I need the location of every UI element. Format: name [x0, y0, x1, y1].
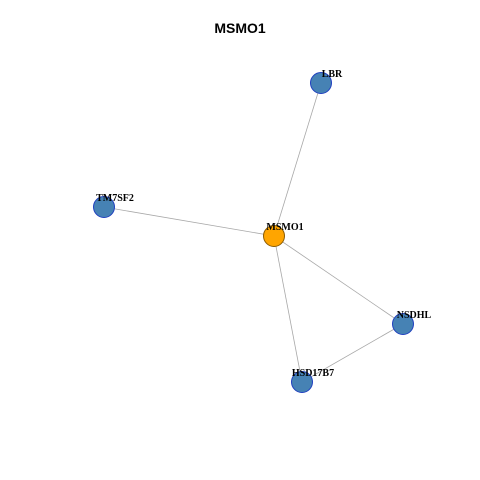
node-circle-hsd17b7	[291, 371, 313, 393]
edge-msmo1-hsd17b7	[273, 235, 303, 383]
edge-layer	[103, 82, 404, 383]
node-circle-nsdhl	[392, 313, 414, 335]
edge-msmo1-tm7sf2	[103, 206, 275, 237]
diagram-title: MSMO1	[214, 20, 266, 36]
node-circle-msmo1	[263, 225, 285, 247]
node-nsdhl: NSDHL	[392, 310, 432, 335]
node-label-lbr: LBR	[322, 69, 343, 80]
edge-nsdhl-hsd17b7	[301, 323, 404, 383]
node-circle-lbr	[310, 72, 332, 94]
node-hsd17b7: HSD17B7	[291, 368, 334, 393]
node-msmo1: MSMO1	[263, 222, 304, 247]
node-label-hsd17b7: HSD17B7	[292, 368, 334, 379]
node-label-msmo1: MSMO1	[266, 222, 303, 233]
node-tm7sf2: TM7SF2	[93, 193, 134, 218]
node-lbr: LBR	[310, 69, 343, 94]
node-circle-tm7sf2	[93, 196, 115, 218]
node-label-nsdhl: NSDHL	[397, 310, 432, 321]
edge-msmo1-nsdhl	[273, 235, 404, 325]
node-label-tm7sf2: TM7SF2	[96, 193, 134, 204]
edge-msmo1-lbr	[273, 82, 322, 237]
